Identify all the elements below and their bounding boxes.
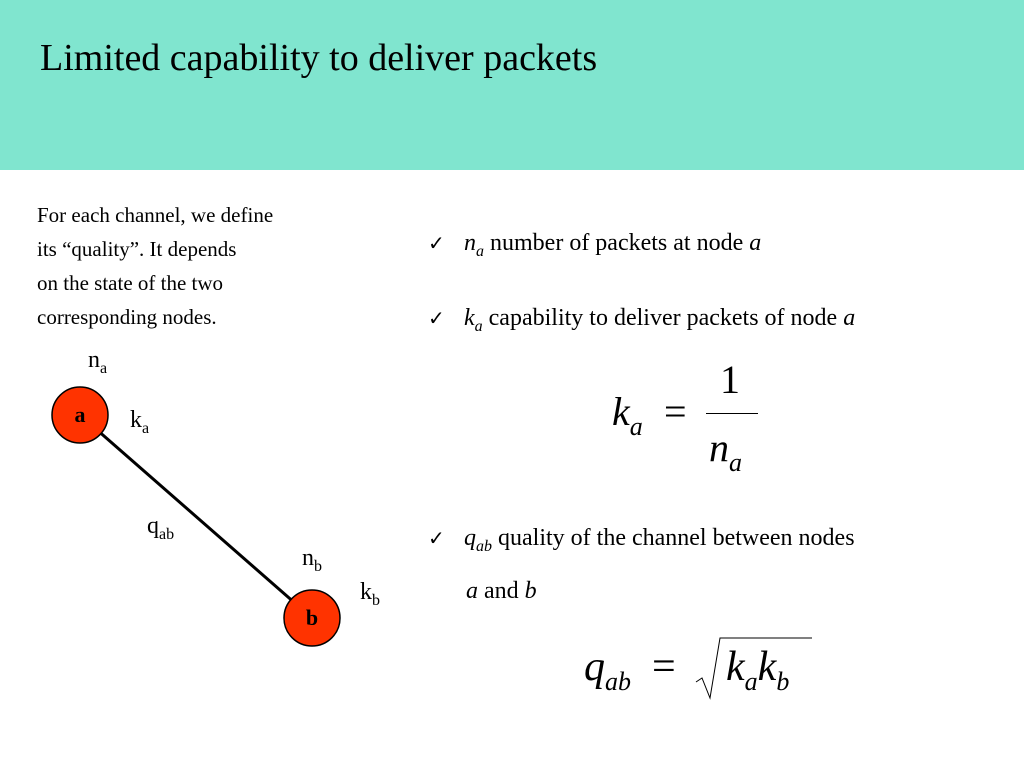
node-a-n-label: na bbox=[88, 347, 108, 377]
edge-q-label: qab bbox=[147, 513, 175, 543]
node-b-n-label: nb bbox=[302, 545, 322, 575]
intro-line: For each channel, we define bbox=[37, 203, 274, 227]
sqrt-icon bbox=[695, 637, 812, 700]
slide-title: Limited capability to deliver packets bbox=[40, 37, 598, 79]
equation-q-rhs: kakb bbox=[726, 644, 790, 696]
equation-k-numerator: 1 bbox=[720, 357, 740, 402]
node-a-k-label: ka bbox=[130, 407, 150, 437]
fraction-bar bbox=[706, 413, 758, 414]
equation-q-lhs: qab bbox=[584, 644, 631, 696]
intro-line: corresponding nodes. bbox=[37, 305, 217, 329]
equation-k-denominator: na bbox=[709, 425, 742, 477]
check-icon: ✓ bbox=[428, 231, 445, 255]
equation-q-equals: = bbox=[652, 644, 676, 690]
intro-line: on the state of the two bbox=[37, 271, 224, 295]
intro-text: For each channel, we define its “quality… bbox=[37, 198, 377, 334]
node-a-circle bbox=[51, 386, 109, 444]
bullet-item: ✓ka capability to deliver packets of nod… bbox=[428, 305, 856, 335]
channel-edge bbox=[79, 413, 313, 620]
title-banner bbox=[0, 0, 1024, 170]
node-a-label: a bbox=[74, 402, 86, 427]
bullet-item: ✓na number of packets at node a bbox=[428, 230, 762, 260]
intro-line: its “quality”. It depends bbox=[37, 237, 237, 261]
node-b-k-label: kb bbox=[360, 579, 380, 609]
equation-k-lhs: ka bbox=[612, 389, 643, 441]
check-icon: ✓ bbox=[428, 306, 445, 330]
bullet-continuation: a and b bbox=[466, 578, 537, 604]
check-icon: ✓ bbox=[428, 526, 445, 550]
equation-k-equals: = bbox=[664, 389, 687, 434]
node-b-circle bbox=[283, 589, 341, 647]
node-b-label: b bbox=[305, 605, 319, 630]
bullet-item: ✓qab quality of the channel between node… bbox=[428, 525, 855, 555]
